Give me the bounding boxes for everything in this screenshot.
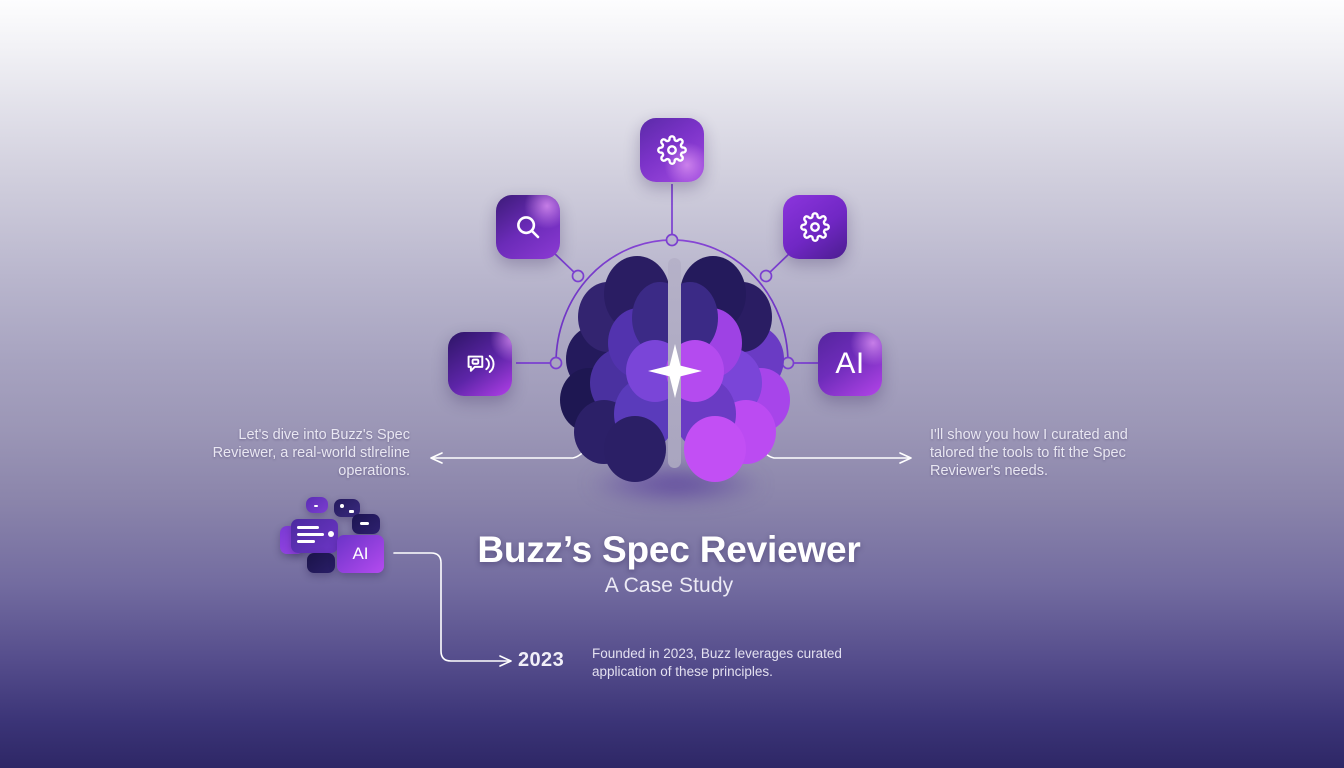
cluster-chip <box>349 510 354 513</box>
ai-brain-illustration <box>560 248 790 504</box>
tile-glow <box>490 332 512 362</box>
tile-ai[interactable]: AI <box>818 332 882 396</box>
search-icon <box>517 216 540 239</box>
tile-ai-label: AI <box>835 347 865 380</box>
gear-icon <box>657 135 687 165</box>
icon-cluster[interactable]: AI <box>280 497 388 579</box>
caption-right: I'll show you how I curated and talored … <box>930 427 1128 479</box>
cluster-chip <box>360 522 369 525</box>
cluster-chip <box>297 540 315 543</box>
cluster-chip <box>340 504 344 508</box>
timeline-year: 2023 <box>518 649 565 671</box>
cluster-chip <box>297 526 319 529</box>
cluster-ai-label: AI <box>352 544 369 563</box>
cluster-chip <box>297 533 324 536</box>
tile-gear-top[interactable] <box>640 118 704 182</box>
title-block: Buzz’s Spec Reviewer A Case Study <box>404 528 934 598</box>
cluster-chip <box>314 505 318 507</box>
page-title: Buzz’s Spec Reviewer <box>477 529 861 570</box>
tile-chat-voice[interactable] <box>448 332 512 396</box>
gear-icon <box>800 212 830 242</box>
timeline-note: Founded in 2023, Buzz leverages curated … <box>592 646 842 679</box>
cluster-chip <box>307 553 335 573</box>
page-subtitle: A Case Study <box>604 574 734 597</box>
cluster-chip <box>328 531 334 537</box>
cluster-chip-ai: AI <box>337 535 384 573</box>
caption-left: Let's dive into Buzz's Spec Reviewer, a … <box>212 427 410 479</box>
tile-gear-right[interactable] <box>783 195 847 259</box>
chat-voice-icon <box>467 355 495 373</box>
tile-search[interactable] <box>496 195 560 259</box>
